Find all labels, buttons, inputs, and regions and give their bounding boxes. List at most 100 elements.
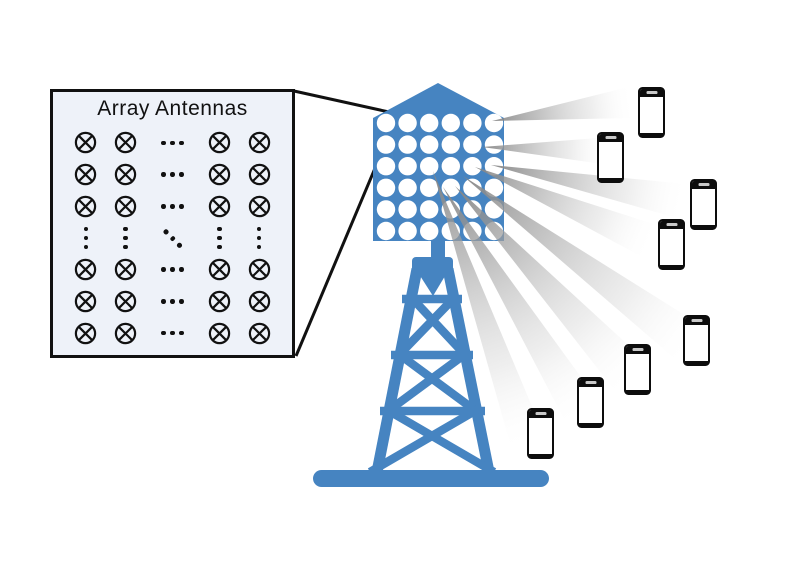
user-device-phone bbox=[638, 87, 665, 138]
phone-bottom-cap bbox=[598, 177, 623, 182]
vertical-ellipsis bbox=[217, 226, 222, 250]
signal-beam bbox=[443, 187, 604, 429]
vertical-ellipsis bbox=[83, 226, 89, 250]
vertical-ellipsis bbox=[256, 226, 262, 250]
antenna-array-callout: Array Antennas bbox=[50, 89, 295, 358]
antenna-panel-element bbox=[376, 178, 396, 197]
antenna-element-icon bbox=[208, 163, 230, 186]
antenna-element-icon bbox=[248, 322, 270, 344]
antenna-element-icon bbox=[115, 132, 137, 154]
antenna-element-icon bbox=[114, 290, 137, 313]
user-device-phone bbox=[658, 219, 685, 270]
antenna-element-icon bbox=[75, 322, 97, 344]
antenna-element-icon bbox=[208, 131, 231, 154]
antenna-panel-element bbox=[398, 178, 417, 197]
antenna-panel-element bbox=[398, 157, 417, 176]
horizontal-ellipsis bbox=[161, 267, 184, 272]
tower-funnel bbox=[417, 271, 448, 296]
antenna-element-icon bbox=[248, 290, 270, 313]
antenna-element-icon bbox=[114, 195, 137, 218]
phone-bottom-cap bbox=[528, 453, 553, 458]
antenna-element-icon bbox=[208, 290, 230, 313]
antenna-element-icon bbox=[115, 259, 137, 281]
antenna-element-icon bbox=[248, 163, 271, 186]
antenna-element-icon bbox=[248, 195, 270, 217]
tower-brace-2b bbox=[381, 348, 471, 418]
antenna-element-icon bbox=[74, 258, 97, 281]
antenna-element-icon bbox=[208, 195, 230, 217]
phone-speaker-icon bbox=[605, 136, 616, 139]
antenna-panel-element bbox=[463, 135, 482, 154]
horizontal-ellipsis bbox=[161, 140, 184, 146]
antenna-element-icon bbox=[208, 195, 231, 218]
antenna-panel-element bbox=[376, 200, 396, 219]
vertical-ellipsis bbox=[123, 226, 128, 250]
antenna-panel-element bbox=[376, 135, 396, 154]
antenna-element-icon bbox=[114, 322, 137, 345]
tower-brace-1b bbox=[392, 293, 460, 361]
user-device-phone bbox=[577, 377, 604, 428]
tower-base-bar bbox=[313, 470, 549, 487]
user-device-phone bbox=[624, 344, 651, 395]
antenna-element-icon bbox=[115, 290, 137, 313]
horizontal-ellipsis bbox=[161, 330, 184, 336]
antenna-panel-element bbox=[441, 135, 460, 154]
horizontal-ellipsis bbox=[161, 204, 184, 209]
user-device-phone bbox=[683, 315, 710, 366]
antenna-element-icon bbox=[248, 163, 270, 186]
antenna-panel-element bbox=[420, 135, 439, 154]
antenna-element-icon bbox=[74, 163, 97, 186]
antenna-element-icon bbox=[208, 322, 230, 344]
signal-beam bbox=[463, 176, 710, 366]
horizontal-ellipsis bbox=[161, 299, 184, 304]
antenna-panel-element bbox=[420, 178, 439, 197]
antenna-element-icon bbox=[75, 290, 97, 313]
user-device-phone bbox=[527, 408, 554, 459]
antenna-panel-element bbox=[463, 157, 482, 176]
antenna-panel-element bbox=[484, 135, 504, 154]
phone-bottom-cap bbox=[578, 422, 603, 427]
antenna-element-icon bbox=[248, 290, 271, 313]
phone-speaker-icon bbox=[666, 223, 677, 226]
antenna-panel-element bbox=[420, 200, 439, 219]
phone-speaker-icon bbox=[691, 319, 702, 322]
antenna-panel-element bbox=[484, 157, 504, 176]
antenna-panel-element bbox=[398, 113, 417, 133]
antenna-element-icon bbox=[208, 258, 231, 281]
antenna-element-icon bbox=[248, 259, 270, 281]
antenna-element-icon bbox=[75, 259, 97, 281]
antenna-panel-element bbox=[484, 113, 504, 133]
antenna-element-icon bbox=[74, 131, 97, 154]
signal-beam bbox=[475, 167, 662, 260]
phone-bottom-cap bbox=[684, 360, 709, 365]
antenna-panel-element bbox=[376, 221, 396, 241]
phone-speaker-icon bbox=[585, 381, 596, 384]
antenna-element-icon bbox=[248, 195, 271, 218]
antenna-panel-element bbox=[376, 157, 396, 176]
antenna-panel-element bbox=[420, 221, 439, 241]
antenna-panel-element bbox=[420, 157, 439, 176]
antenna-panel-element bbox=[398, 200, 417, 219]
antenna-element-icon bbox=[248, 258, 271, 281]
signal-beam bbox=[433, 171, 547, 454]
user-device-phone bbox=[597, 132, 624, 183]
antenna-panel-element bbox=[398, 221, 417, 241]
tower-stem bbox=[431, 240, 445, 260]
antenna-element-icon bbox=[208, 259, 230, 281]
signal-beams bbox=[433, 86, 710, 454]
antenna-element-icon bbox=[208, 290, 231, 313]
tower-brace-3b bbox=[367, 404, 483, 476]
antenna-element-icon bbox=[115, 163, 137, 186]
antenna-element-icon bbox=[74, 195, 97, 218]
tower-brace-1a bbox=[406, 293, 472, 361]
phone-speaker-icon bbox=[646, 91, 657, 94]
antenna-panel-element bbox=[463, 113, 482, 133]
antenna-panel-element bbox=[441, 113, 460, 133]
antenna-element-icon bbox=[208, 163, 231, 186]
tower bbox=[313, 240, 549, 487]
tower-brace-3a bbox=[381, 404, 497, 476]
phone-bottom-cap bbox=[691, 224, 716, 229]
antenna-array-grid bbox=[66, 127, 279, 349]
